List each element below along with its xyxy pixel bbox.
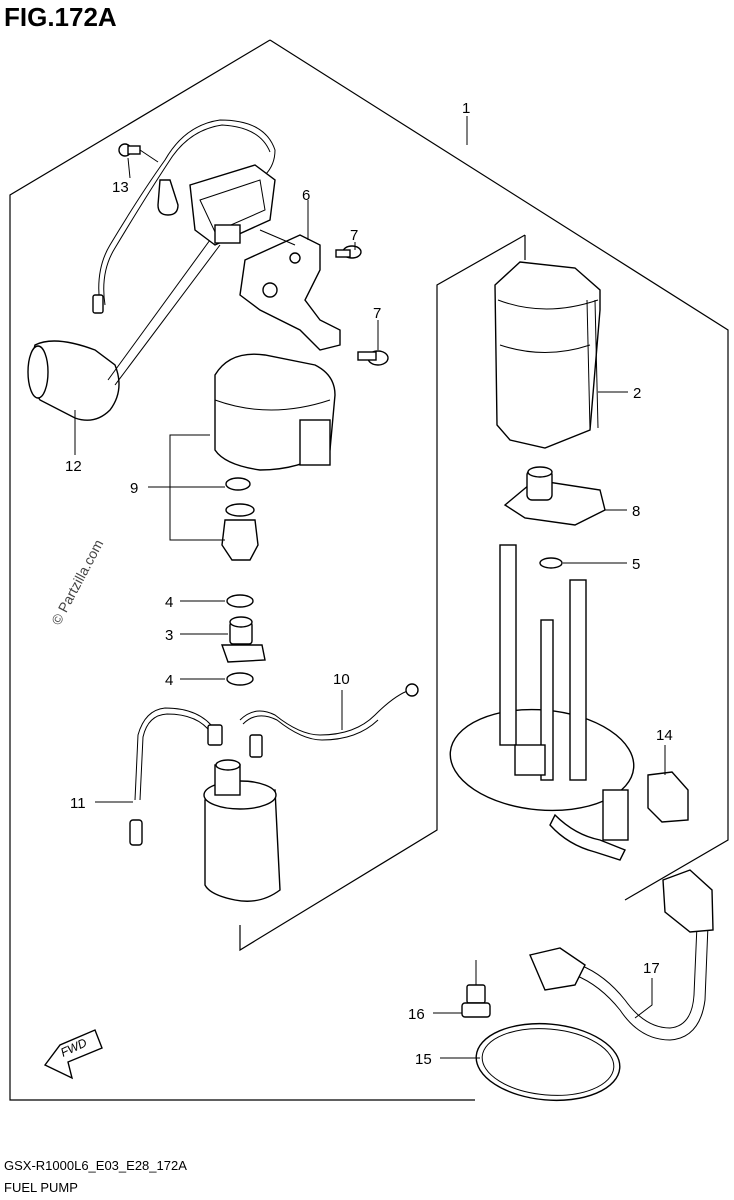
screw-7a [335,245,362,259]
leader-lines [74,116,666,1059]
oring-5 [539,557,563,569]
callout-7a: 7 [350,227,358,244]
callout-8: 8 [632,503,640,520]
callout-12: 12 [65,458,82,475]
callout-6: 6 [302,187,310,204]
assembly-outline [9,39,475,1101]
screw-7b [357,350,389,366]
regulator-3 [221,616,266,663]
float-12 [27,239,221,421]
sender-housing [189,164,276,246]
callout-4b: 4 [165,672,173,689]
figure-title: FIG.172A [4,2,117,32]
fwd-arrow: FWD [43,1029,103,1080]
callout-15: 15 [415,1051,432,1068]
gasket-15-inner [481,1028,615,1096]
filter-9 [214,353,336,561]
gasket-15 [475,1022,621,1102]
pump-case-2 [494,261,601,449]
callout-17: 17 [643,960,660,977]
oring-4b [226,672,254,686]
clip-14 [647,771,689,823]
bolt-16 [461,984,491,1018]
filter-8 [503,466,606,526]
callout-13: 13 [112,179,129,196]
callout-10: 10 [333,671,350,688]
callout-3: 3 [165,627,173,644]
fuel-pump [203,759,281,902]
inner-frame-left [239,234,526,952]
callout-11: 11 [70,795,86,812]
callout-16: 16 [408,1006,425,1023]
callout-14: 14 [656,727,673,744]
bracket-6 [239,229,341,351]
callout-1: 1 [462,100,470,117]
callout-7b: 7 [373,305,381,322]
oring-4a [226,594,254,608]
diagram-caption: FUEL PUMP [4,1180,78,1195]
sender-wire [92,119,276,314]
callout-5: 5 [632,556,640,573]
wire-10 [239,683,419,758]
model-code: GSX-R1000L6_E03_E28_172A [4,1158,187,1173]
callout-9: 9 [130,480,138,497]
callout-4a: 4 [165,594,173,611]
pump-module-base [449,544,635,861]
assembly-outline-right [269,39,729,901]
callout-2: 2 [633,385,641,402]
wire-11 [129,707,223,846]
hose-17 [529,869,714,1041]
